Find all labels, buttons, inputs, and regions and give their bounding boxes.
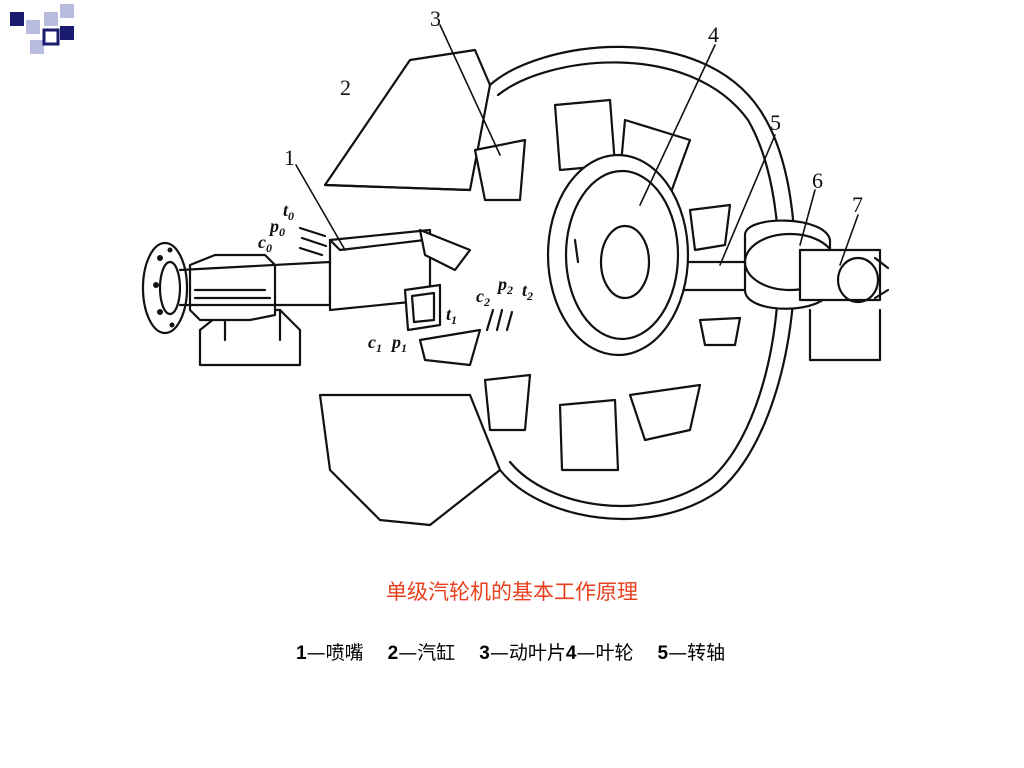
left-bearing-housing (188, 253, 277, 322)
part-3-label: 3 (430, 6, 441, 31)
legend-item-5: 5—转轴 (657, 642, 726, 664)
legend-item-4: 4—叶轮 (565, 642, 634, 664)
parts-legend: 1—喷嘴 2—汽缸 3—动叶片4—叶轮 5—转轴 (296, 638, 725, 665)
part-4-label: 4 (708, 22, 719, 47)
legend-item-3: 3—动叶片 (479, 642, 566, 664)
legend-item-2: 2—汽缸 (387, 642, 456, 664)
label-t1: t1 (446, 304, 457, 327)
part-1-label: 1 (284, 145, 295, 170)
label-t2: t2 (522, 280, 533, 303)
bearing-7 (798, 248, 882, 302)
right-bearing-base (808, 308, 882, 362)
label-c0: c0 (258, 232, 272, 255)
label-t0: t0 (283, 200, 294, 223)
slide-corner-logo (10, 4, 74, 54)
legend-item-1: 1—喷嘴 (296, 642, 364, 664)
diagram-caption: 单级汽轮机的基本工作原理 (386, 580, 638, 604)
part-2-label: 2 (340, 75, 351, 100)
label-p0: p0 (268, 216, 285, 239)
part-7-label: 7 (852, 192, 863, 217)
turbine-diagram: 1 2 3 4 5 6 7 t0 p0 c0 c1 p1 t1 c2 p2 t2 (141, 6, 890, 527)
label-c2: c2 (476, 286, 490, 309)
wheel-disk-outer (546, 153, 690, 357)
cylinder-lower (318, 393, 502, 527)
label-p2: p2 (496, 274, 513, 297)
label-p1: p1 (390, 332, 407, 355)
cylinder-upper (323, 48, 492, 192)
part-6-label: 6 (812, 168, 823, 193)
label-c1: c1 (368, 332, 382, 355)
part-5-label: 5 (770, 110, 781, 135)
